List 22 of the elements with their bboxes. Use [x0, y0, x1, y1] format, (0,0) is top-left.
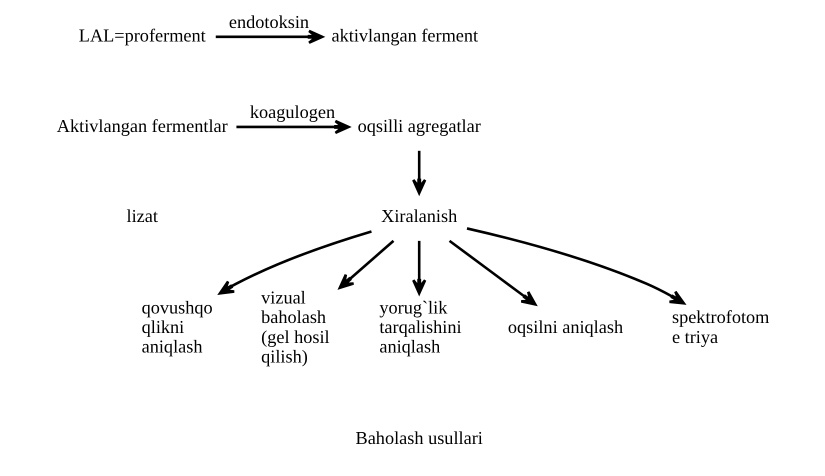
node-text: yorug`lik tarqalishini aniqlash — [378, 297, 462, 357]
arrow — [218, 230, 372, 295]
arrow — [466, 227, 685, 305]
node-text: aktivlangan ferment — [331, 26, 478, 46]
label: lizat — [126, 206, 158, 226]
arrow — [412, 240, 426, 295]
node-text: LAL=proferment — [78, 26, 206, 46]
node-text: oqsilli agregatlar — [357, 116, 480, 136]
arrow — [412, 150, 426, 194]
arrow — [338, 240, 394, 290]
node-text: spektrofotome triya — [671, 307, 769, 347]
node-text: Xiralanish — [380, 206, 457, 226]
arrow — [215, 30, 323, 44]
node-text: qovushqo qlikni aniqlash — [141, 297, 212, 357]
arrow — [448, 240, 536, 306]
node-text: vizual baholash (gel hosil qilish) — [260, 288, 330, 366]
arrow — [236, 120, 350, 134]
edge-label: koagulogen — [249, 102, 335, 122]
label: Baholash usullari — [355, 428, 482, 448]
node-text: Aktivlangan fermentlar — [56, 116, 228, 136]
edge-label: endotoksin — [228, 12, 309, 32]
node-text: oqsilni aniqlash — [507, 316, 623, 337]
